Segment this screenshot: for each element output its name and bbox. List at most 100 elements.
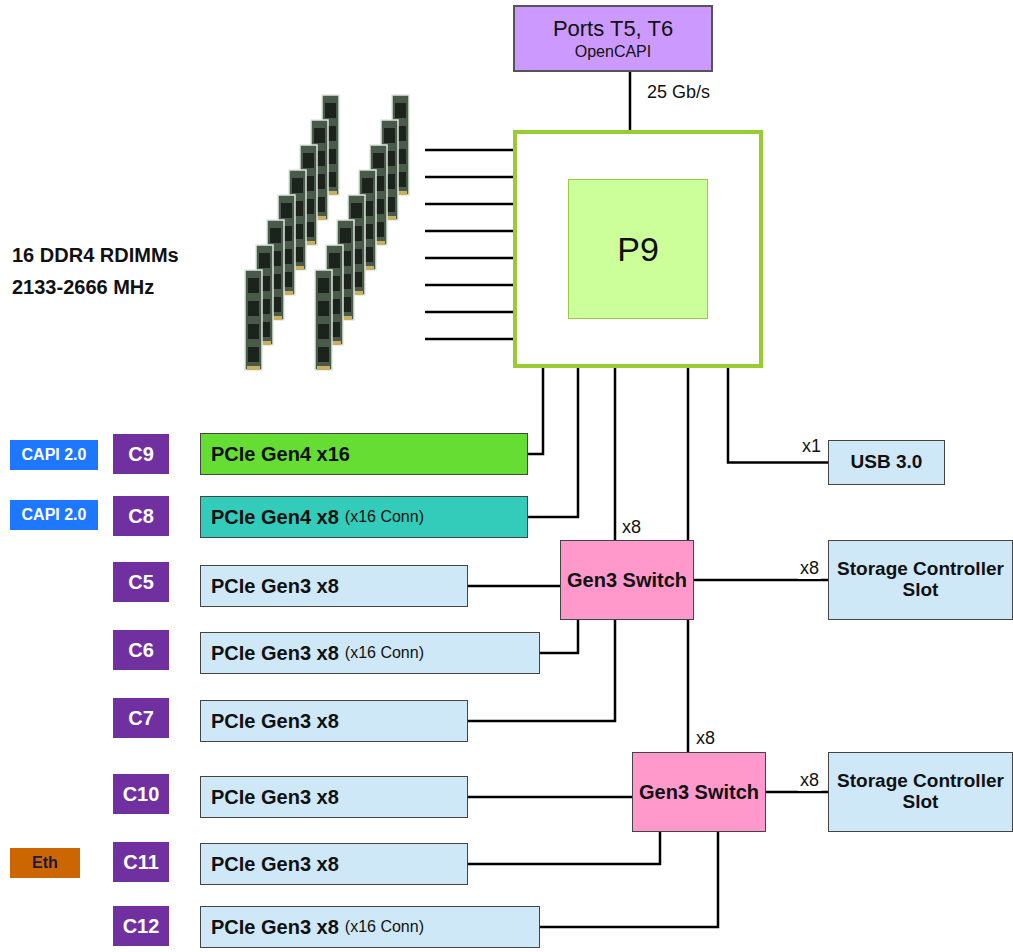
dimm-chip — [351, 203, 362, 218]
slot-number-label: C5 — [128, 571, 154, 594]
dimm-chip — [270, 228, 281, 243]
slot-number: C10 — [113, 774, 169, 814]
port-box: Ports T5, T6OpenCAPI — [513, 5, 713, 72]
processor-label: P9 — [568, 179, 708, 319]
bus-connector — [629, 72, 632, 130]
bus-connector — [728, 368, 828, 463]
dimm-chip — [248, 301, 259, 316]
slot-number-label: C8 — [128, 505, 154, 528]
protocol-label: OpenCAPI — [575, 42, 651, 61]
box-label: USB 3.0 — [851, 452, 923, 473]
bus-connector — [468, 832, 660, 864]
memory-label: 2133-2666 MHz — [10, 276, 156, 299]
slot-number-label: C10 — [123, 783, 160, 806]
dimm-chip — [384, 128, 395, 143]
slot-label: PCIe Gen4 x16 — [211, 443, 350, 466]
dimm-contacts — [317, 366, 330, 370]
memory-bus-lines — [425, 150, 513, 339]
link-width-label: x8 — [694, 728, 717, 749]
box-label: Gen3 Switch — [639, 781, 759, 803]
slot-number: C9 — [113, 434, 169, 474]
dimm-contacts — [247, 366, 260, 370]
slot-label: PCIe Gen3 x8 — [211, 710, 339, 733]
bus-connector — [528, 368, 543, 454]
slot-number: C12 — [113, 906, 169, 946]
capi-tag: CAPI 2.0 — [10, 500, 98, 530]
dimm-chip — [259, 253, 270, 268]
dimm-chip — [281, 203, 292, 218]
slot-number-label: C7 — [128, 707, 154, 730]
pcie-slot: PCIe Gen3 x8 — [200, 843, 468, 885]
bus-connector — [528, 368, 578, 517]
pcie-slot: PCIe Gen3 x8(x16 Conn) — [200, 632, 540, 674]
connector-note: (x16 Conn) — [345, 508, 424, 526]
storage-slot: Storage Controller Slot — [828, 540, 1013, 620]
slot-label: PCIe Gen3 x8 — [211, 853, 339, 876]
dimm-chip — [292, 178, 303, 193]
link-width-label: x8 — [798, 558, 821, 579]
slot-number-label: C6 — [128, 639, 154, 662]
slot-label: PCIe Gen3 x8 — [211, 575, 339, 598]
dimm-chip — [248, 324, 259, 339]
box-label: Storage Controller Slot — [835, 559, 1006, 601]
dimm-chip — [373, 153, 384, 168]
dimm-module — [315, 270, 332, 370]
bus-connector — [468, 796, 632, 799]
slot-number: C8 — [113, 496, 169, 536]
dimm-chip — [325, 103, 336, 118]
capi-tag: CAPI 2.0 — [10, 440, 98, 470]
slot-number: C5 — [113, 562, 169, 602]
bus-connector — [614, 368, 617, 540]
capi-label: CAPI 2.0 — [22, 446, 87, 464]
pcie-switch: Gen3 Switch — [632, 752, 766, 832]
eth-tag: Eth — [10, 848, 80, 878]
connector-note: (x16 Conn) — [345, 918, 424, 936]
pcie-slot: PCIe Gen3 x8 — [200, 700, 468, 742]
box-label: Gen3 Switch — [567, 569, 687, 591]
slot-number-label: C11 — [123, 851, 159, 874]
slot-label: PCIe Gen4 x8 — [211, 506, 339, 529]
bus-connector — [540, 620, 578, 653]
processor-chip: P9 — [513, 130, 763, 368]
dimm-chip — [318, 301, 329, 316]
memory-label: 16 DDR4 RDIMMs — [10, 244, 181, 267]
bus-connector — [766, 791, 828, 794]
pcie-slot: PCIe Gen3 x8 (x16 Conn) — [200, 906, 540, 948]
dimm-chip — [314, 128, 325, 143]
dimm-chip — [248, 278, 259, 293]
slot-number: C6 — [113, 630, 169, 670]
pcie-slot: PCIe Gen3 x8 — [200, 776, 468, 818]
slot-label: PCIe Gen3 x8 — [211, 786, 339, 809]
connector-note: (x16 Conn) — [345, 644, 424, 662]
port-label: Ports T5, T6 — [553, 16, 673, 42]
box-label: Storage Controller Slot — [835, 771, 1006, 813]
slot-number-label: C9 — [128, 443, 154, 466]
pcie-slot: PCIe Gen4 x16 — [200, 433, 528, 475]
usb-box: USB 3.0 — [828, 440, 945, 485]
dimm-chip — [329, 253, 340, 268]
link-width-label: x8 — [798, 770, 821, 791]
bus-connector — [694, 579, 828, 582]
dimm-module — [245, 270, 262, 370]
capi-label: CAPI 2.0 — [22, 506, 87, 524]
dimm-chip — [318, 324, 329, 339]
pcie-switch: Gen3 Switch — [560, 540, 694, 620]
dimm-stack — [245, 95, 409, 370]
dimm-chip — [318, 278, 329, 293]
dimm-chip — [395, 103, 406, 118]
link-width-label: 25 Gb/s — [645, 82, 712, 103]
dimm-chip — [340, 228, 351, 243]
link-width-label: x1 — [800, 436, 823, 457]
storage-slot: Storage Controller Slot — [828, 752, 1013, 832]
link-width-label: x8 — [620, 517, 643, 538]
dimm-chip — [318, 347, 329, 362]
dimm-chip — [362, 178, 373, 193]
eth-label: Eth — [32, 854, 58, 872]
slot-label: PCIe Gen3 x8 — [211, 916, 339, 939]
pcie-slot: PCIe Gen3 x8 — [200, 565, 468, 607]
dimm-chip — [303, 153, 314, 168]
dimm-chip — [248, 347, 259, 362]
slot-number: C7 — [113, 698, 169, 738]
pcie-slot: PCIe Gen4 x8 (x16 Conn) — [200, 496, 528, 538]
slot-number-label: C12 — [123, 915, 160, 938]
